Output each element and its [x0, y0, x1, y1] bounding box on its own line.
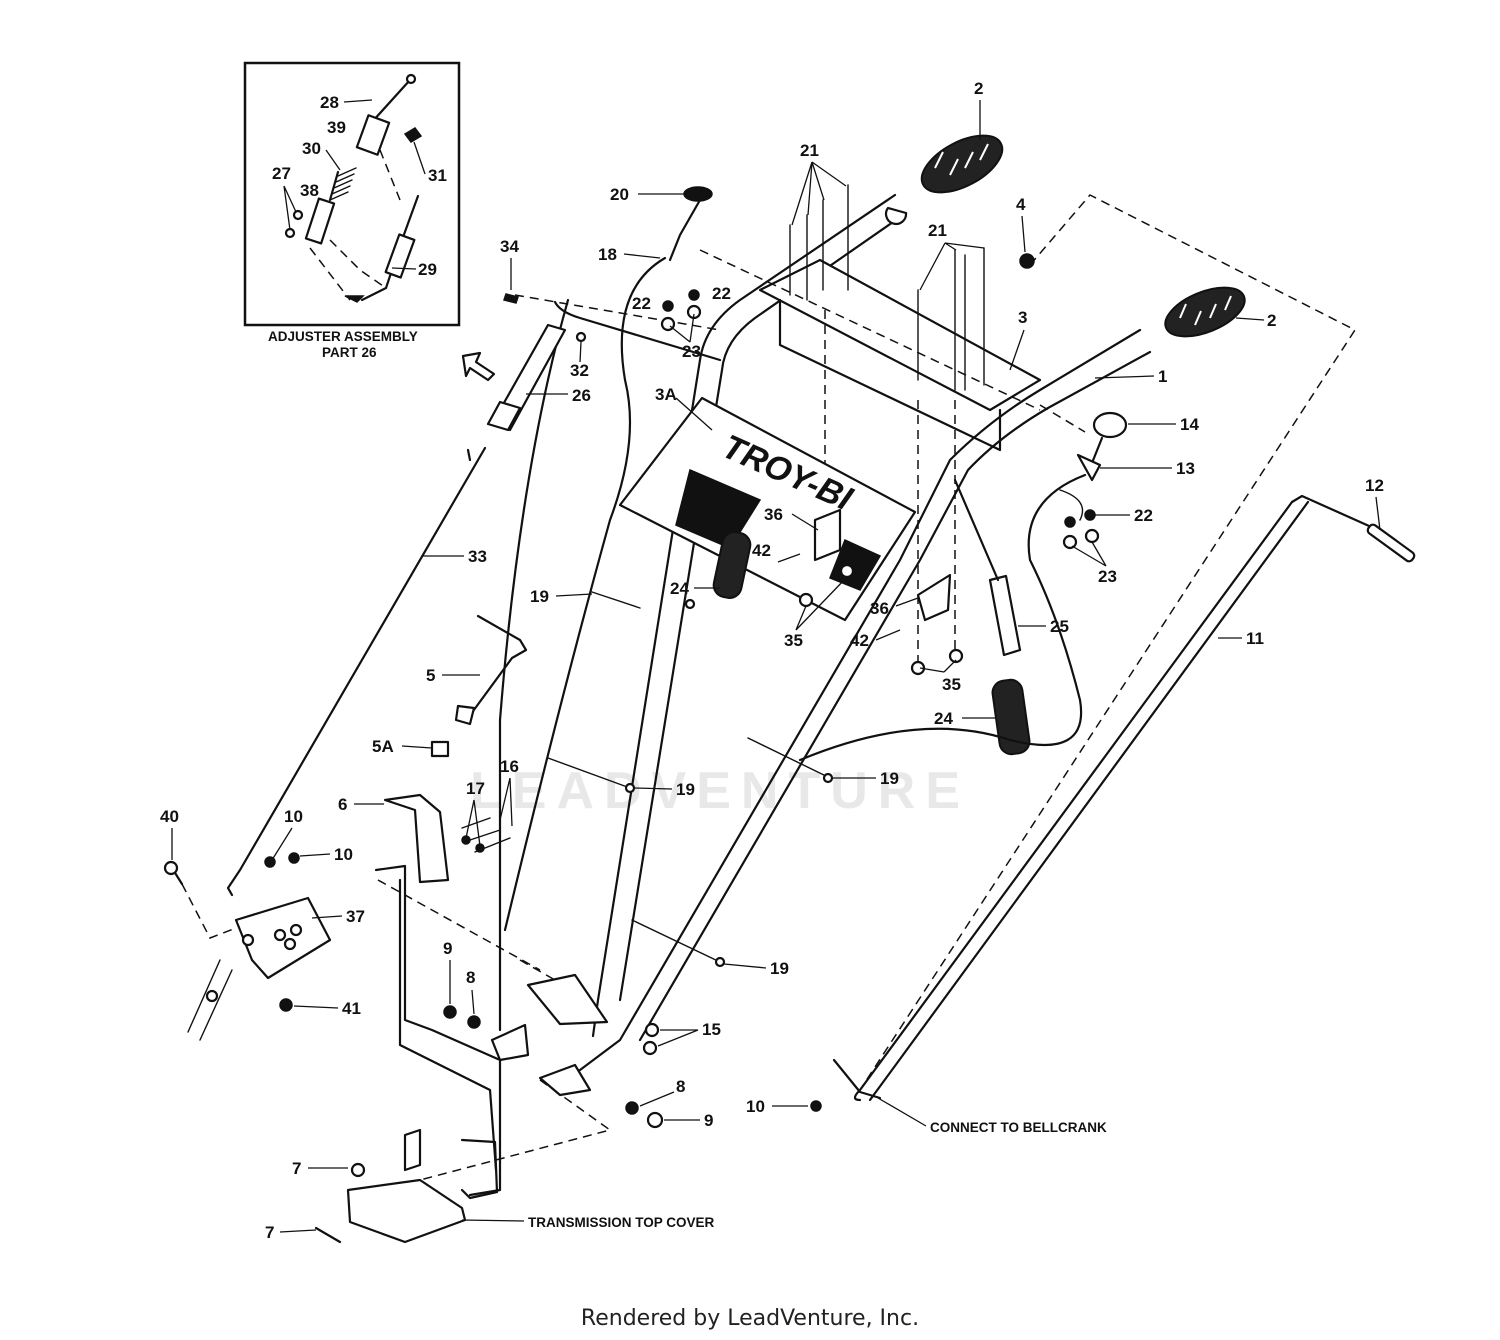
callout-39: 39	[327, 118, 346, 137]
inset-title: ADJUSTER ASSEMBLY	[268, 329, 418, 344]
callout-9: 9	[443, 939, 452, 958]
callout-42: 42	[752, 541, 771, 560]
decal-panel: TROY-BI	[618, 396, 917, 622]
rod-33	[226, 446, 487, 897]
callout-12: 12	[1365, 476, 1384, 495]
callout-1: 1	[1158, 367, 1167, 386]
lever-24-left	[712, 531, 752, 599]
callout-2: 2	[974, 79, 983, 98]
callout-8: 8	[676, 1077, 685, 1096]
callout-19: 19	[880, 769, 899, 788]
callout-42: 42	[850, 631, 869, 650]
callout-36: 36	[764, 505, 783, 524]
callout-9: 9	[704, 1111, 713, 1130]
callout-23: 23	[1098, 567, 1117, 586]
callout-36: 36	[870, 599, 889, 618]
callout-31: 31	[428, 166, 447, 185]
shift-rod-5	[466, 614, 528, 720]
pin-12	[1366, 523, 1416, 563]
callout-33: 33	[468, 547, 487, 566]
lever-24-right	[991, 678, 1031, 756]
callout-19: 19	[676, 780, 695, 799]
hardware	[503, 253, 1100, 676]
callout-19: 19	[530, 587, 549, 606]
connect-to-bellcrank-label: CONNECT TO BELLCRANK	[930, 1120, 1107, 1135]
callout-40: 40	[160, 807, 179, 826]
callout-8: 8	[466, 968, 475, 987]
transmission-top-cover	[346, 1178, 467, 1244]
inset-arrow	[461, 351, 496, 382]
callout-6: 6	[338, 795, 347, 814]
callout-15: 15	[702, 1020, 721, 1039]
callout-22: 22	[1134, 506, 1153, 525]
rod-11-top	[1290, 494, 1380, 532]
callout-21: 21	[928, 221, 947, 240]
callout-14: 14	[1180, 415, 1199, 434]
callout-3a: 3A	[655, 385, 677, 404]
callout-2: 2	[1267, 311, 1276, 330]
right-grip	[1164, 286, 1246, 338]
callout-38: 38	[300, 181, 319, 200]
callout-20: 20	[610, 185, 629, 204]
callout-10: 10	[334, 845, 353, 864]
cable-right	[798, 473, 1087, 762]
callout-16: 16	[500, 757, 519, 776]
callout-7: 7	[265, 1223, 274, 1242]
callout-34: 34	[500, 237, 519, 256]
callout-41: 41	[342, 999, 361, 1018]
callout-5: 5	[426, 666, 435, 685]
callout-18: 18	[598, 245, 617, 264]
callout-35: 35	[942, 675, 961, 694]
callout-24: 24	[934, 709, 953, 728]
callout-28: 28	[320, 93, 339, 112]
callout-37: 37	[346, 907, 365, 926]
watermark: LEADVENTURE	[470, 762, 970, 820]
callout-10: 10	[284, 807, 303, 826]
callout-10: 10	[746, 1097, 765, 1116]
cable-left	[503, 256, 667, 932]
callout-22: 22	[632, 294, 651, 313]
callout-35: 35	[784, 631, 803, 650]
callout-32: 32	[570, 361, 589, 380]
callout-30: 30	[302, 139, 321, 158]
callouts: 2 2 21 21 4 3 1 20 18 22 22 23 34 32 26 …	[160, 79, 1384, 1244]
left-grip	[920, 134, 1004, 194]
callout-7: 7	[292, 1159, 301, 1178]
callout-23: 23	[682, 342, 701, 361]
callout-19: 19	[770, 959, 789, 978]
callout-5a: 5A	[372, 737, 394, 756]
callout-13: 13	[1176, 459, 1195, 478]
callout-3: 3	[1018, 308, 1027, 327]
rod-11	[853, 500, 1294, 1102]
handlebar-assembly	[498, 134, 1357, 1091]
callout-25: 25	[1050, 617, 1069, 636]
callout-24: 24	[670, 579, 689, 598]
callout-29: 29	[418, 260, 437, 279]
adjuster-26	[490, 323, 567, 432]
callout-11: 11	[1246, 629, 1264, 648]
callout-22: 22	[712, 284, 731, 303]
callout-21: 21	[800, 141, 819, 160]
lever-25	[988, 574, 1022, 657]
callout-27: 27	[272, 164, 291, 183]
transmission-top-cover-label: TRANSMISSION TOP COVER	[528, 1215, 715, 1230]
bracket-6	[383, 793, 450, 884]
inset-subtitle: PART 26	[322, 345, 377, 360]
callout-17: 17	[466, 779, 485, 798]
callout-4: 4	[1016, 195, 1026, 214]
callout-26: 26	[572, 386, 591, 405]
adjuster-assembly-inset: 28 39 30 31 27 38 29 ADJUSTER ASSEMBLY P…	[243, 61, 461, 360]
footer-credit: Rendered by LeadVenture, Inc.	[580, 1306, 920, 1331]
